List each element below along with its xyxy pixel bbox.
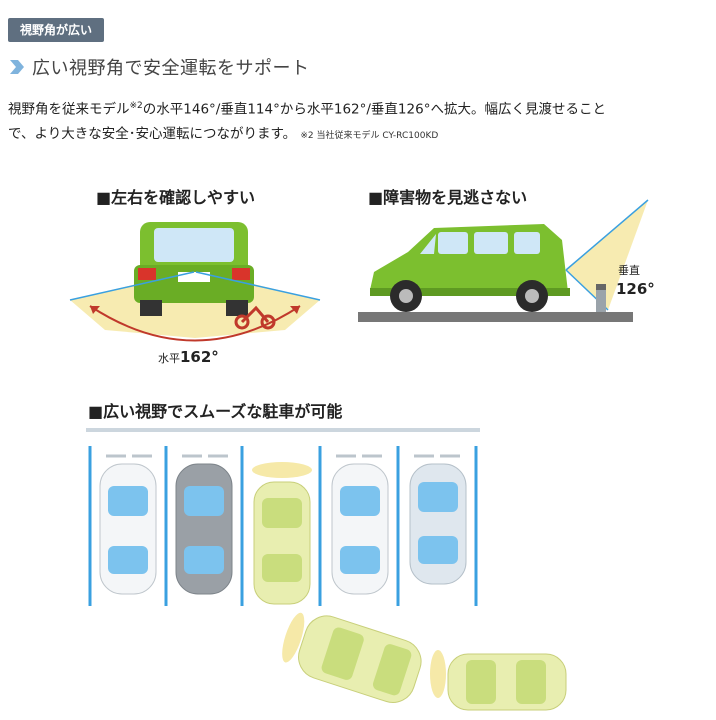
description-line1-post: の水平146°/垂直114°から水平162°/垂直126°へ拡大。幅広く見渡せる… xyxy=(142,101,606,118)
section-title-left-right: ■左右を確認しやすい xyxy=(96,188,255,207)
rear-car-illustration xyxy=(69,222,321,342)
horizontal-label: 水平 xyxy=(158,352,180,365)
horizontal-angle-label: 水平162° xyxy=(158,348,219,366)
section-title-parking: ■広い視野でスムーズな駐車が可能 xyxy=(88,402,343,421)
chevron-right-icon xyxy=(10,60,24,74)
footnote-note: ※2 当社従来モデル CY-RC100KD xyxy=(300,130,439,141)
vertical-value: 126° xyxy=(616,280,655,298)
footnote-ref: ※2 xyxy=(129,101,143,111)
vertical-label: 垂直 xyxy=(618,264,640,277)
description-line2: で、より大きな安全･安心運転につながります。 xyxy=(8,125,297,142)
description: 視野角を従来モデル※2の水平146°/垂直114°から水平162°/垂直126°… xyxy=(8,94,708,148)
feature-badge: 視野角が広い xyxy=(8,18,105,42)
description-line1-pre: 視野角を従来モデル xyxy=(8,101,130,118)
parking-illustration xyxy=(86,428,567,711)
headline: 広い視野角で安全運転をサポート xyxy=(8,54,310,80)
side-car-illustration xyxy=(358,199,649,322)
section-title-obstacle: ■障害物を見逃さない xyxy=(368,188,528,207)
headline-text: 広い視野角で安全運転をサポート xyxy=(32,58,310,79)
horizontal-value: 162° xyxy=(180,348,219,366)
